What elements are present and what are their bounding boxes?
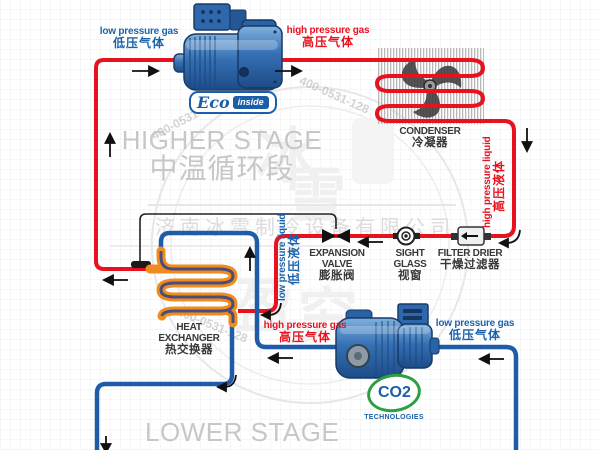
- pipe-lower-discharge: [158, 230, 340, 350]
- watermark-char: 盈: [234, 273, 294, 340]
- flow-arrow-curved-liquid-corner: [497, 229, 521, 249]
- watermark-rule: [148, 204, 456, 206]
- heat-exchanger-coil: [145, 246, 238, 328]
- flow-arrow-up-lower-discharge-riser: [244, 245, 256, 271]
- label-high-pressure-gas-lower: high pressure gas 高压气体: [263, 320, 347, 345]
- lower-stage-compressor: [335, 303, 440, 379]
- pipe-lower-suction: [430, 344, 519, 450]
- flow-arrow-right-discharge-top: [275, 65, 304, 77]
- label-heat-exchanger: HEAT EXCHANGER 热交换器: [158, 322, 220, 357]
- label-high-pressure-liquid: high pressure liquid 高压液体: [482, 136, 507, 228]
- lower-stage-title: LOWER STAGE: [145, 417, 340, 447]
- flow-arrows: [99, 65, 533, 450]
- label-filter-drier: FILTER DRIER 干燥过滤器: [437, 248, 503, 272]
- co2-logo-text: CO2: [377, 384, 411, 401]
- label-condenser: CONDENSER 冷凝器: [399, 126, 461, 150]
- flow-arrow-down-lower-liquid: [99, 436, 113, 450]
- pipe-higher-suction: [94, 58, 186, 271]
- label-expansion-valve: EXPANSION VALVE 膨胀阀: [309, 248, 365, 283]
- watermark-rule: [110, 245, 348, 247]
- eco-logo-text: Eco: [197, 92, 230, 112]
- flow-arrow-left-valve-row: [356, 236, 383, 248]
- label-sight-glass: SIGHT GLASS 视窗: [393, 248, 427, 283]
- higher-stage-compressor: [173, 3, 283, 91]
- flow-arrow-down-liquid-line: [521, 128, 533, 154]
- tev-bulb: [131, 261, 151, 268]
- sight-glass-icon: [393, 226, 420, 246]
- flow-arrow-up-left-riser: [104, 131, 116, 157]
- watermark-shield: [352, 118, 394, 184]
- flow-arrow-curved-lower-liquid-corner: [215, 374, 237, 393]
- pipe-lower-liquid-out: [94, 321, 235, 450]
- pipe-higher-discharge-condenser-liquid: [238, 58, 516, 313]
- filter-drier-icon: [451, 226, 491, 246]
- watermark-char: 冰: [256, 123, 316, 190]
- label-low-pressure-gas-top: low pressure gas 低压气体: [99, 26, 179, 51]
- higher-stage-title: HIGHER STAGE 中温循环段: [121, 125, 323, 185]
- expansion-valve-icon: [322, 229, 350, 243]
- flow-arrow-left-lower-discharge: [266, 352, 293, 364]
- eco-inside-logo: Eco inside: [189, 91, 277, 114]
- tev-sensing-line: [139, 213, 337, 261]
- co2-technologies-logo: CO2 TECHNOLOGIES: [363, 370, 425, 421]
- flow-arrow-left-coil-exit: [101, 274, 128, 286]
- label-low-pressure-gas-lower: low pressure gas 低压气体: [435, 318, 515, 343]
- co2-logo-ring: CO2: [364, 370, 424, 416]
- flow-arrow-curved-coil-inlet: [259, 302, 282, 321]
- flow-arrow-left-lower-suction: [477, 353, 504, 365]
- label-high-pressure-gas-top: high pressure gas 高压气体: [286, 25, 370, 50]
- eco-inside-pill: inside: [232, 96, 269, 109]
- flow-arrow-right-suction-top: [132, 65, 161, 77]
- co2-logo-subtitle: TECHNOLOGIES: [364, 414, 424, 421]
